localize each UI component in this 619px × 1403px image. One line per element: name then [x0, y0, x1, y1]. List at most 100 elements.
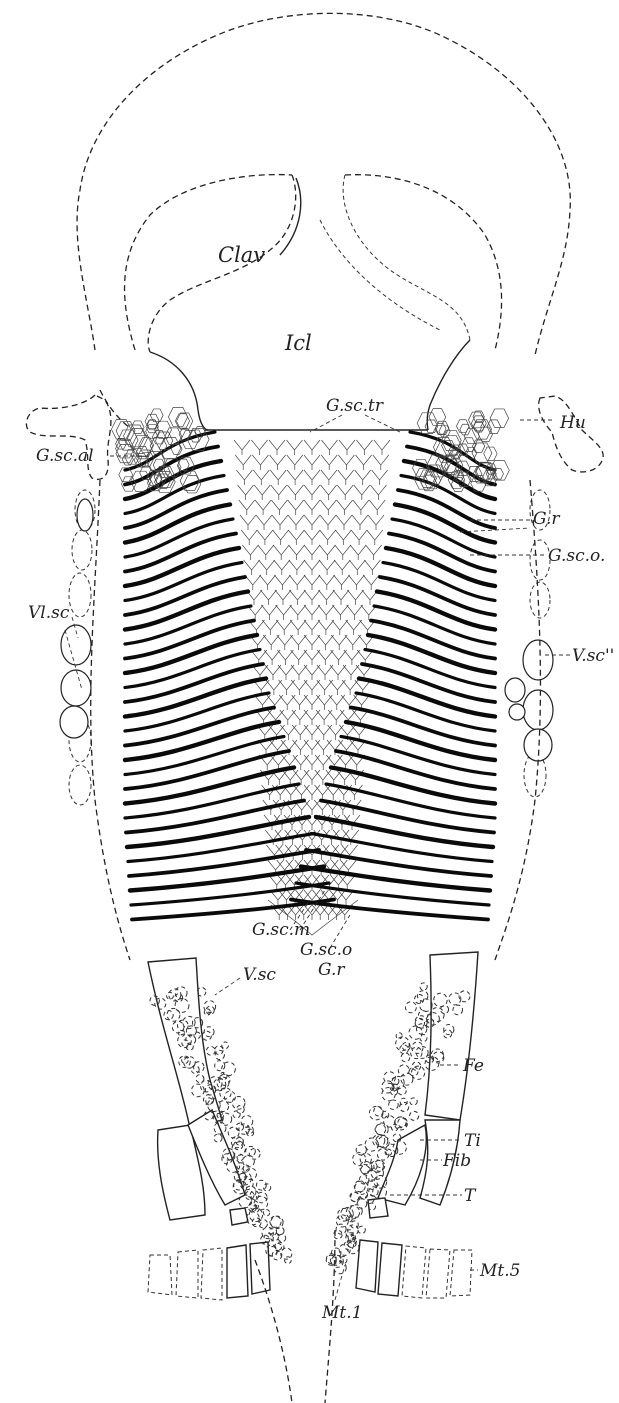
median-scale: [304, 905, 320, 920]
tail-scale: [369, 1187, 378, 1196]
median-scale: [320, 500, 336, 515]
median-scale: [329, 695, 345, 710]
median-scale: [269, 875, 285, 890]
median-scale: [316, 695, 332, 710]
median-scale: [288, 500, 304, 515]
median-scale: [252, 440, 268, 455]
median-scale: [339, 875, 355, 890]
median-scale: [257, 530, 273, 545]
median-scale: [350, 545, 366, 560]
gastral-rod: [321, 801, 494, 833]
median-scale: [353, 500, 369, 515]
label-t: T: [464, 1186, 477, 1206]
gastral-rod: [127, 817, 309, 847]
median-scale: [317, 680, 333, 695]
median-scale: [304, 470, 320, 485]
median-scale: [289, 545, 305, 560]
tail-scale: [256, 1180, 266, 1190]
median-scale: [254, 485, 270, 500]
tail-scale: [354, 1181, 365, 1192]
tarsal-left: [230, 1208, 248, 1225]
median-scale: [291, 650, 307, 665]
tail-scale: [398, 1086, 407, 1095]
median-scale: [304, 560, 320, 575]
shoulder-scale-cluster-left: [111, 407, 209, 493]
median-scale: [319, 545, 335, 560]
tail-scale: [350, 1205, 362, 1217]
median-scale: [354, 485, 370, 500]
median-scale: [343, 665, 359, 680]
interclavicle-right-dotted: [320, 220, 440, 330]
median-scale: [330, 890, 346, 905]
tail-scale: [215, 1061, 225, 1071]
median-scale: [304, 440, 320, 455]
median-scale: [338, 455, 354, 470]
median-scale: [240, 515, 256, 530]
body-scale: [474, 421, 485, 432]
median-scale: [372, 470, 388, 485]
median-scale: [366, 545, 382, 560]
median-scale: [304, 755, 320, 770]
label-fib: Fib: [442, 1151, 471, 1171]
gastral-rod: [316, 817, 493, 847]
median-scale: [276, 620, 292, 635]
median-scale: [304, 530, 320, 545]
median-scale: [236, 470, 252, 485]
label-icl: Icl: [284, 331, 312, 355]
median-scale: [319, 575, 335, 590]
median-scale: [271, 500, 287, 515]
median-scale: [345, 635, 361, 650]
body-outline-left: [91, 480, 130, 960]
median-scale: [304, 515, 320, 530]
median-scale: [241, 530, 257, 545]
label-gr-bottom: G.r: [318, 960, 345, 980]
label-fe: Fe: [462, 1056, 484, 1076]
tail-scale: [219, 1074, 230, 1085]
tail-scale: [400, 1098, 407, 1105]
median-scale: [289, 575, 305, 590]
median-scale: [279, 890, 295, 905]
tail-scale: [361, 1165, 370, 1174]
label-vlsc: Vl.sc: [28, 603, 70, 623]
median-scale: [304, 575, 320, 590]
interclavicle-right-lobe: [427, 340, 470, 430]
median-scale: [337, 500, 353, 515]
median-scale: [369, 500, 385, 515]
median-scale: [317, 650, 333, 665]
label-clav: Clav: [218, 243, 265, 267]
label-gsctr: G.sc.tr: [326, 396, 384, 416]
median-scale: [282, 770, 298, 785]
median-scale: [304, 695, 320, 710]
median-scale: [242, 545, 258, 560]
tail-scale: [369, 1106, 383, 1120]
median-scale: [319, 590, 335, 605]
median-scale: [320, 530, 336, 545]
tail-scale: [228, 1127, 239, 1138]
median-scale: [348, 590, 364, 605]
tail-scale: [346, 1216, 352, 1222]
tail-scale: [285, 1257, 292, 1264]
tibia-right: [378, 1125, 426, 1205]
median-scale: [259, 560, 275, 575]
median-scale: [351, 530, 367, 545]
median-scale: [331, 650, 347, 665]
median-scale: [271, 485, 287, 500]
median-scale: [315, 755, 331, 770]
tail-outline-left: [255, 1260, 292, 1403]
median-scale: [321, 485, 337, 500]
median-scale: [304, 620, 320, 635]
median-scale: [374, 440, 390, 455]
median-scale: [304, 545, 320, 560]
median-scale: [290, 620, 306, 635]
median-scale: [304, 500, 320, 515]
body-scale: [175, 414, 189, 428]
humerus-left: [26, 395, 111, 479]
metatarsals-right: [356, 1240, 472, 1298]
median-scale: [338, 470, 354, 485]
median-scale: [352, 515, 368, 530]
median-scale: [293, 785, 309, 800]
interclavicle-right-dashed: [343, 175, 470, 340]
median-scale: [337, 485, 353, 500]
clavicle-outline: [77, 13, 570, 355]
